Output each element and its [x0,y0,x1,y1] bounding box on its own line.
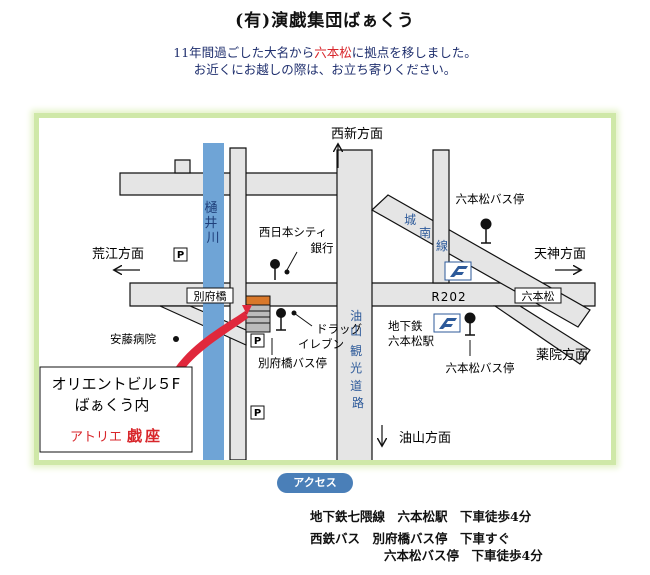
subway-station-icon [433,313,461,333]
access-subway: 地下鉄七隈線 六本松駅 下車徒歩4分 [310,509,532,524]
label-tenjin: 天神方面 [534,246,586,262]
ropponmatsu-sign-label: 六本松 [522,289,555,303]
relocation-notice: 11年間過ごした大名から六本松に拠点を移しました。 お近くにお越しの際は、お立ち… [0,44,650,78]
beppubashi-sign-label: 別府橋 [194,289,227,303]
pointer-head [242,305,252,315]
bank-dot [284,269,290,275]
label-ropponmatsu-bus-bottom: 六本松バス停 [446,361,515,375]
parking-icon [250,333,265,348]
access-bus-beppubashi: 西鉄バス 別府橋バス停 下車すぐ [310,531,511,546]
building-info-box [39,366,193,453]
notice-line1-post: に拠点を移しました。 [351,45,477,60]
label-nishi-shin: 西新方面 [331,126,383,142]
hii-river [203,143,224,460]
label-bank: 銀行 [311,241,334,255]
label-ropponmatsu-bus-top: 六本松バス停 [456,192,525,206]
aburayama-road-label: 油 山 観 光 道 路 [350,309,366,410]
label-beppubashi-bus: 別府橋バス停 [258,356,327,370]
label-drug-1: ドラッグ [316,322,362,336]
notice-highlight-ropponmatsu: 六本松 [314,45,352,60]
notice-line-2: お近くにお越しの際は、お立ち寄りください。 [193,62,457,77]
access-bus-ropponmatsu: 六本松バス停 下車徒歩4分 [384,548,543,563]
hii-river-label: 樋 井 川 [204,200,221,246]
map-svg: 樋 井 川 西新方面 荒江方面 天神方面 薬院方面 油山方面 西日本シティ 銀行… [39,126,596,460]
road-left-vertical [229,147,247,460]
parking-label: P [254,336,261,347]
label-yakuin: 薬院方面 [536,347,588,363]
location-pointer [175,311,248,372]
label-bakuu: ばぁくう内 [75,396,150,414]
label-building-name: オリエントビル５F [52,375,181,393]
label-ando-hospital: 安藤病院 [110,332,156,346]
map-frame: 樋 井 川 西新方面 荒江方面 天神方面 薬院方面 油山方面 西日本シティ 銀行… [34,113,616,465]
access-info: 地下鉄七隈線 六本松駅 下車徒歩4分 西鉄バス 別府橋バス停 下車すぐ 六本松バ… [310,508,543,564]
label-subway-1: 地下鉄 [388,319,423,333]
notice-line-1: 11年間過ごした大名から六本松に拠点を移しました。 [0,44,650,61]
road-short-vertical [432,149,450,284]
page-title: (有)演戯集団ばぁくう [235,11,415,31]
access-badge: アクセス [277,473,353,493]
notice-line1-pre: 11年間過ごした大名から [173,45,315,60]
direction-arrows [115,145,580,445]
road-aburayama [336,149,373,460]
bank-leader [286,251,298,271]
parking-icon [250,405,265,420]
label-atelier: アトリエ [70,430,122,445]
drug-leader [293,312,313,327]
road-yakuin-diagonal [493,305,591,365]
label-aburayama: 油山方面 [399,430,451,446]
hospital-dot [173,336,179,342]
parking-icon [173,247,188,262]
subway-logo-icon [444,261,472,281]
label-atelier-name: 戯座 [127,427,163,445]
label-nishinippon-city: 西日本シティ [259,225,327,239]
label-r202: R202 [431,290,466,304]
road-top-left-stub [174,159,191,174]
parking-label: P [177,250,184,261]
parking-icons: P P P [173,247,265,420]
label-subway-2: 六本松駅 [388,334,434,348]
jonan-line-label: 城 南 線 [404,213,448,253]
parking-label: P [254,408,261,419]
label-arae: 荒江方面 [92,246,144,262]
ropponmatsu-sign [514,287,562,304]
label-drug-2: イレブン [298,337,344,351]
orient-building-icon [245,295,271,333]
beppubashi-sign [186,287,234,304]
bank-marker-icon [270,259,280,269]
